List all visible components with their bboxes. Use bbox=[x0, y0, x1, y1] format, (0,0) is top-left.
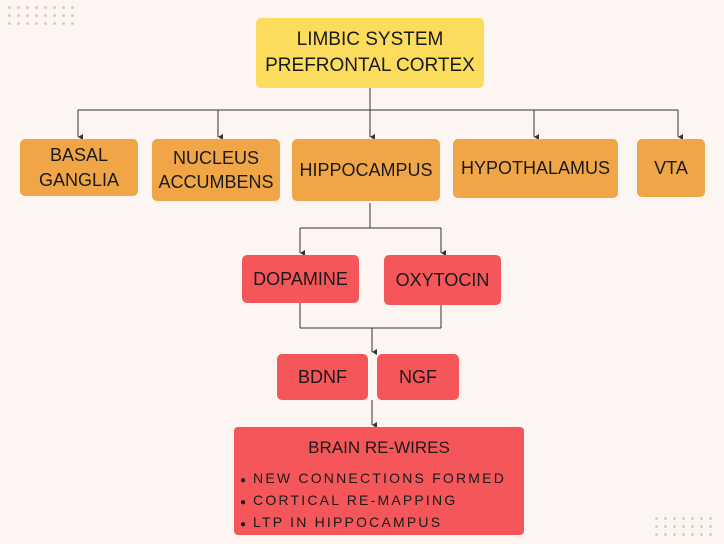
list-item: ● CORTICAL RE-MAPPING bbox=[240, 491, 524, 510]
ngf-box: NGF bbox=[377, 354, 459, 400]
hypothalamus-box: HYPOTHALAMUS bbox=[453, 139, 618, 198]
decorative-dot bbox=[655, 525, 658, 528]
decorative-dot bbox=[26, 14, 29, 17]
dopamine-label: DOPAMINE bbox=[253, 268, 348, 289]
decorative-dot bbox=[8, 6, 11, 9]
decorative-dot bbox=[691, 517, 694, 520]
hypothalamus-label: HYPOTHALAMUS bbox=[460, 158, 611, 179]
hippocampus-label: HIPPOCAMPUS bbox=[299, 160, 433, 180]
effect-cortical-remapping: CORTICAL RE-MAPPING bbox=[253, 491, 458, 508]
decorative-dot bbox=[71, 6, 74, 9]
decorative-dot bbox=[673, 533, 676, 536]
decorative-dot bbox=[700, 533, 703, 536]
top-box-line-1: LIMBIC SYSTEM bbox=[296, 29, 444, 51]
decorative-dot bbox=[35, 14, 38, 17]
decorative-dot bbox=[35, 22, 38, 25]
decorative-dot bbox=[682, 533, 685, 536]
limbic-prefrontal-box: LIMBIC SYSTEM PREFRONTAL CORTEX bbox=[256, 18, 484, 88]
decorative-dot bbox=[53, 14, 56, 17]
decorative-dot bbox=[53, 22, 56, 25]
decorative-dot bbox=[655, 517, 658, 520]
brain-rewires-box: BRAIN RE-WIRES ● NEW CONNECTIONS FORMED ●… bbox=[234, 427, 524, 535]
rewire-effects-list: ● NEW CONNECTIONS FORMED ● CORTICAL RE-MAP… bbox=[234, 466, 524, 535]
bullet-icon: ● bbox=[240, 474, 247, 486]
decorative-dot bbox=[655, 533, 658, 536]
decorative-dot bbox=[35, 6, 38, 9]
decorative-dot bbox=[664, 525, 667, 528]
decorative-dot bbox=[673, 525, 676, 528]
nucleus-accumbens-label: NUCLEUS ACCUMBENS bbox=[158, 147, 274, 192]
list-item: ● LTP IN HIPPOCAMPUS bbox=[240, 513, 524, 532]
decorative-dot bbox=[62, 14, 65, 17]
decorative-dot bbox=[664, 533, 667, 536]
decorative-dot bbox=[700, 517, 703, 520]
hippocampus-box: HIPPOCAMPUS bbox=[292, 139, 440, 201]
top-box-line-2: PREFRONTAL CORTEX bbox=[265, 55, 475, 76]
bdnf-label: BDNF bbox=[298, 366, 347, 387]
decorative-dot bbox=[709, 525, 712, 528]
decorative-dot bbox=[44, 6, 47, 9]
decorative-dot bbox=[682, 525, 685, 528]
bdnf-box: BDNF bbox=[277, 354, 368, 400]
vta-box: VTA bbox=[637, 139, 705, 197]
bullet-icon: ● bbox=[240, 518, 247, 530]
decorative-dot bbox=[8, 14, 11, 17]
decorative-dot bbox=[691, 533, 694, 536]
dopamine-box: DOPAMINE bbox=[242, 255, 359, 303]
decorative-dot bbox=[62, 22, 65, 25]
effect-ltp-hippocampus: LTP IN HIPPOCAMPUS bbox=[253, 513, 443, 530]
effect-new-connections: NEW CONNECTIONS FORMED bbox=[253, 469, 506, 486]
basal-ganglia-box: BASAL GANGLIA bbox=[20, 139, 138, 196]
nucleus-accumbens-box: NUCLEUS ACCUMBENS bbox=[152, 139, 280, 201]
decorative-dot bbox=[664, 517, 667, 520]
decorative-dot bbox=[71, 22, 74, 25]
decorative-dot bbox=[8, 22, 11, 25]
list-item: ● NEW CONNECTIONS FORMED bbox=[240, 469, 524, 488]
decorative-dot bbox=[17, 14, 20, 17]
brain-rewires-title: BRAIN RE-WIRES bbox=[308, 438, 450, 457]
oxytocin-label: OXYTOCIN bbox=[395, 269, 490, 290]
decorative-dot bbox=[673, 517, 676, 520]
decorative-dot bbox=[26, 6, 29, 9]
ngf-label: NGF bbox=[399, 366, 437, 387]
decorative-dot bbox=[709, 517, 712, 520]
decorative-dot bbox=[71, 14, 74, 17]
decorative-dots-top-left bbox=[8, 6, 83, 30]
decorative-dot bbox=[26, 22, 29, 25]
decorative-dot bbox=[17, 6, 20, 9]
decorative-dots-bottom-right bbox=[655, 517, 723, 541]
basal-ganglia-label: BASAL GANGLIA bbox=[38, 145, 120, 190]
decorative-dot bbox=[691, 525, 694, 528]
decorative-dot bbox=[44, 22, 47, 25]
oxytocin-box: OXYTOCIN bbox=[384, 255, 501, 305]
decorative-dot bbox=[682, 517, 685, 520]
vta-label: VTA bbox=[654, 157, 688, 178]
decorative-dot bbox=[17, 22, 20, 25]
decorative-dot bbox=[700, 525, 703, 528]
decorative-dot bbox=[62, 6, 65, 9]
decorative-dot bbox=[44, 14, 47, 17]
decorative-dot bbox=[709, 533, 712, 536]
decorative-dot bbox=[53, 6, 56, 9]
bullet-icon: ● bbox=[240, 496, 247, 508]
